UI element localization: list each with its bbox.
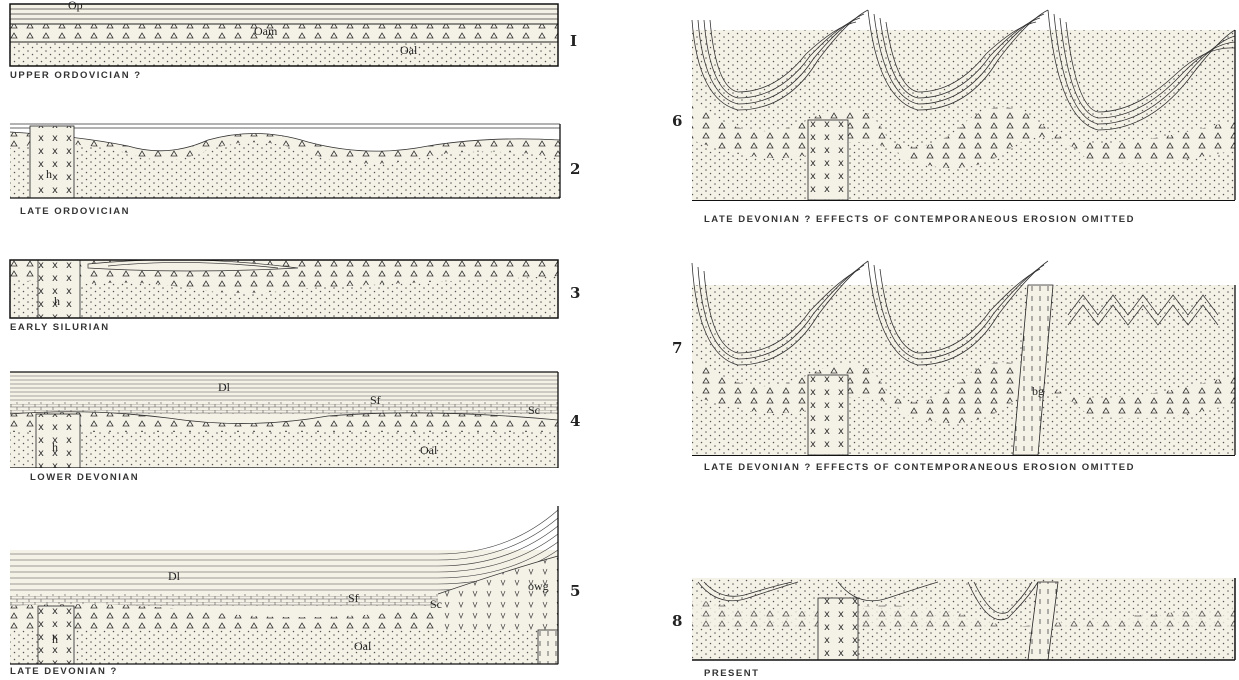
cross-section-3: h <box>8 258 568 330</box>
panel-number-2: 2 <box>570 160 580 178</box>
panel-2: h LATE ORDOVICIAN 2 <box>8 118 588 218</box>
panel-number-4: 4 <box>570 412 580 430</box>
panel-caption-6: LATE DEVONIAN ? EFFECTS OF CONTEMPORANEO… <box>704 214 1135 225</box>
panel-3: h EARLY SILURIAN 3 <box>8 258 588 348</box>
unit-label-sc: Sc <box>430 597 442 611</box>
panel-number-6: 6 <box>672 112 682 130</box>
cross-section-4: Dl Sf Sc h Oal <box>8 368 568 468</box>
unit-label-owg: owg <box>528 579 549 593</box>
panel-4: Dl Sf Sc h Oal LOWER DEVONIAN 4 <box>8 368 588 486</box>
cross-section-8 <box>668 568 1239 664</box>
unit-label-oal: Oal <box>420 443 438 457</box>
unit-label-dl: Dl <box>218 380 231 394</box>
cross-section-2: h <box>8 118 568 218</box>
panel-7: bg LATE DEVONIAN ? EFFECTS OF CONTEMPORA… <box>668 255 1239 480</box>
panel-8: PRESENT 8 <box>668 568 1239 680</box>
panel-number-7: 7 <box>672 339 682 357</box>
panel-caption-2: LATE ORDOVICIAN <box>20 206 130 217</box>
unit-label-h: h <box>52 632 58 646</box>
unit-label-h: h <box>52 440 58 454</box>
unit-label-bg: bg <box>1032 384 1044 398</box>
panel-caption-4: LOWER DEVONIAN <box>30 472 139 483</box>
panel-number-8: 8 <box>672 612 682 630</box>
unit-label-h: h <box>46 167 52 181</box>
unit-label-dl: Dl <box>168 569 181 583</box>
cross-section-6 <box>668 0 1239 212</box>
cross-section-7: bg <box>668 255 1239 460</box>
panel-6: LATE DEVONIAN ? EFFECTS OF CONTEMPORANEO… <box>668 0 1239 236</box>
unit-label-oal: Oal <box>400 43 418 57</box>
panel-caption-1: UPPER ORDOVICIAN ? <box>10 70 142 81</box>
unit-label-oal: Oal <box>354 639 372 653</box>
panel-number-3: 3 <box>570 284 580 302</box>
panel-5: Dl Sf Sc owg h Oal LATE DEVONIAN ? 5 <box>8 500 588 680</box>
panel-caption-8: PRESENT <box>704 668 759 679</box>
unit-label-sc: Sc <box>528 403 540 417</box>
unit-label-h: h <box>54 294 60 308</box>
cross-section-5: Dl Sf Sc owg h Oal <box>8 500 568 666</box>
panel-number-5: 5 <box>570 582 580 600</box>
panel-caption-7: LATE DEVONIAN ? EFFECTS OF CONTEMPORANEO… <box>704 462 1135 473</box>
panel-caption-3: EARLY SILURIAN <box>10 322 110 333</box>
unit-label-oam: Oam <box>254 24 278 38</box>
unit-label-op: Op <box>68 0 83 12</box>
panel-caption-5: LATE DEVONIAN ? <box>10 666 118 677</box>
panel-number-1: I <box>570 32 577 50</box>
unit-label-sf: Sf <box>370 393 381 407</box>
unit-label-sf: Sf <box>348 591 359 605</box>
panel-1: Op Oam Oal UPPER ORDOVICIAN ? I <box>8 0 568 90</box>
